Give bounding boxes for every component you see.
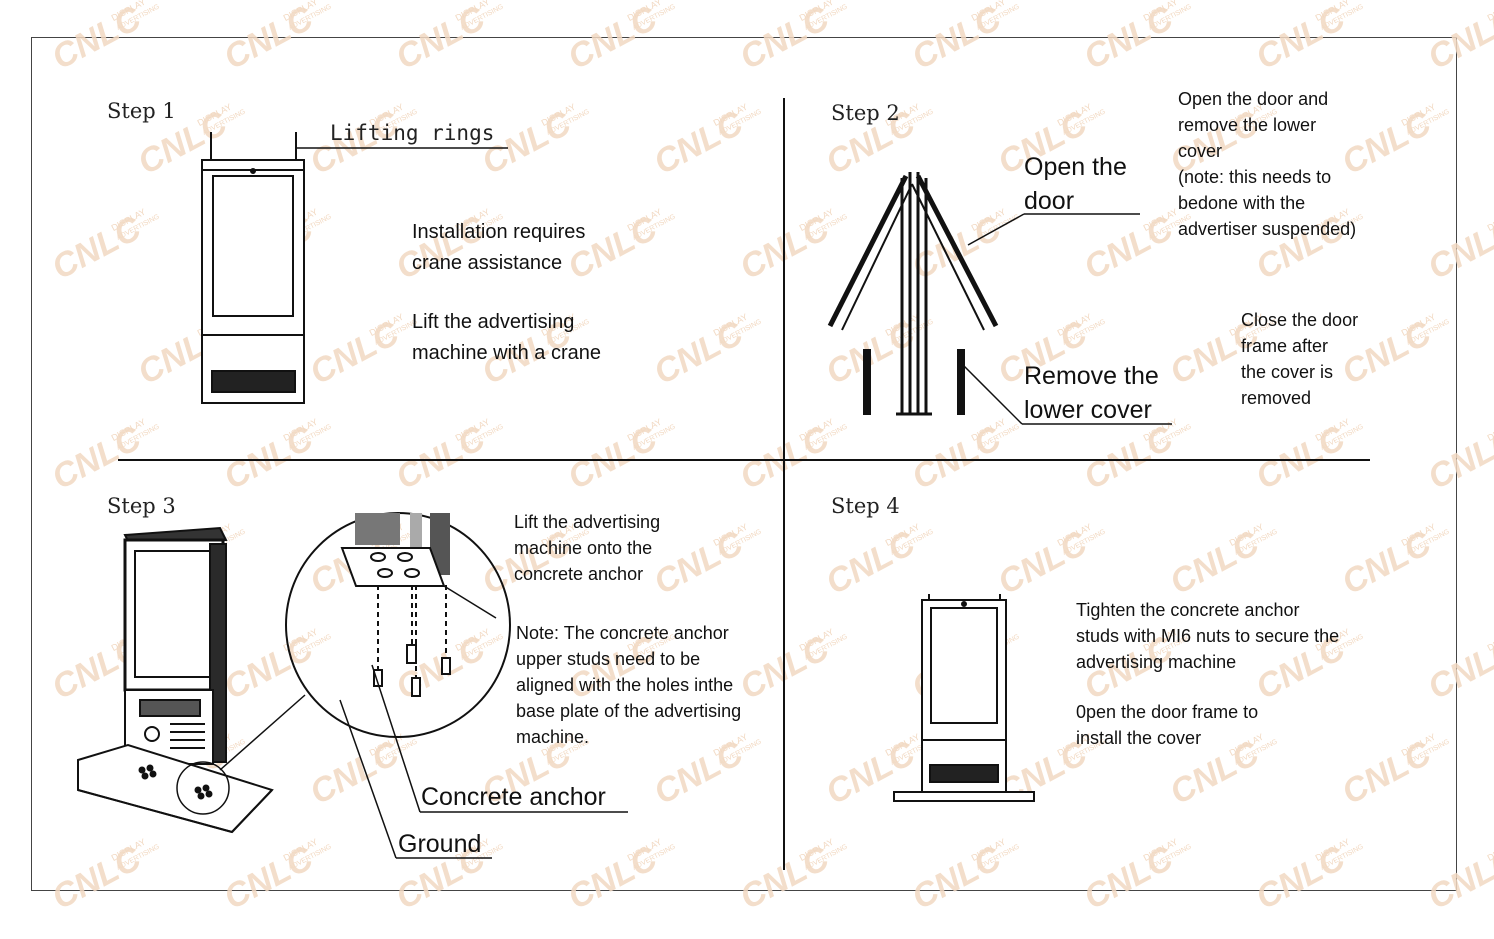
open-door-note: Open the door and remove the lower cover… xyxy=(1178,89,1357,239)
step4-kiosk xyxy=(893,594,1035,802)
step2-title: Step 2 xyxy=(831,101,900,125)
ground-leader xyxy=(339,699,397,859)
open-door-label: Open the door xyxy=(1024,153,1127,215)
step3-zoom-detail xyxy=(219,512,511,771)
crane-assistance-text: Installation requires crane assistance xyxy=(412,221,586,274)
anchor-alignment-note: Note: The concrete anchor upper studs ne… xyxy=(516,623,742,747)
remove-cover-label: Remove the lower cover xyxy=(1024,362,1159,424)
step3-title: Step 3 xyxy=(107,494,176,518)
step1-title: Step 1 xyxy=(107,99,176,123)
lift-onto-anchor-text: Lift the advertising machine onto the co… xyxy=(514,512,661,584)
anchor-leader xyxy=(371,664,421,813)
concrete-anchor-label: Concrete anchor xyxy=(421,783,606,811)
ground-label: Ground xyxy=(398,830,482,858)
lifting-rings-label: Lifting rings xyxy=(330,121,495,145)
install-cover-text: 0pen the door frame to install the cover xyxy=(1076,702,1259,748)
step2-open-kiosk xyxy=(827,172,999,416)
step4-title: Step 4 xyxy=(831,494,900,518)
step1-kiosk xyxy=(201,132,305,404)
lift-with-crane-text: Lift the advertising machine with a cran… xyxy=(412,311,601,364)
step3-kiosk xyxy=(77,526,274,834)
tighten-nuts-text: Tighten the concrete anchor studs with M… xyxy=(1076,600,1340,672)
door-leader xyxy=(967,213,1025,246)
cover-leader xyxy=(963,365,1023,425)
close-door-note: Close the door frame after the cover is … xyxy=(1241,310,1359,408)
